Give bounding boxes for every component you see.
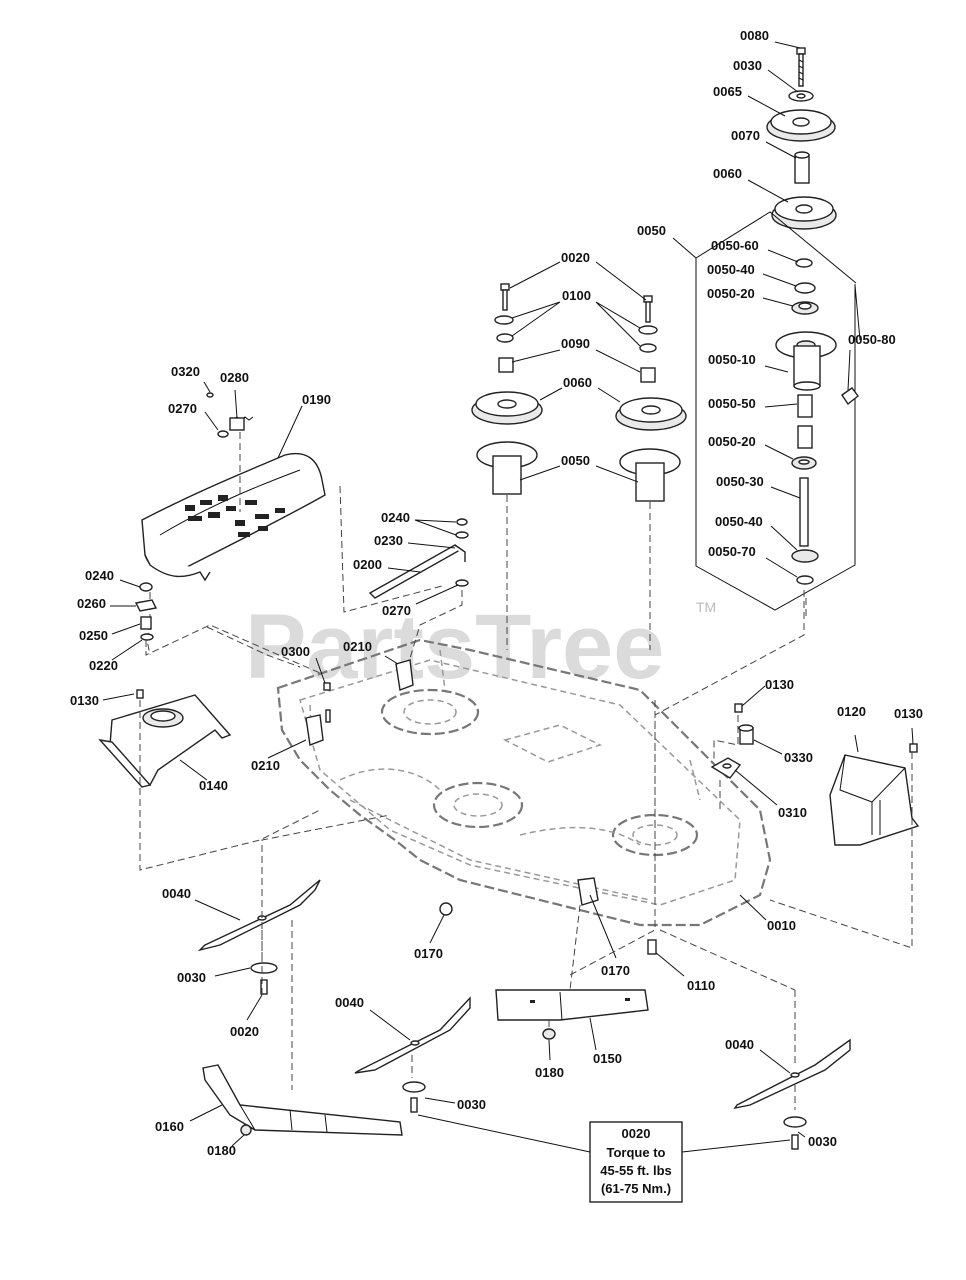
bolt-0110 — [647, 939, 657, 955]
callout-0270: 0270 — [168, 401, 197, 416]
baffle-0150 — [439, 877, 649, 1040]
torque-note-line1: Torque to — [607, 1145, 666, 1160]
callout-0140: 0140 — [199, 778, 228, 793]
discharge-chute-0120 — [769, 743, 920, 949]
callout-0280: 0280 — [220, 370, 249, 385]
callout-0210-lower: 0210 — [251, 758, 280, 773]
callout-0110: 0110 — [687, 978, 715, 993]
torque-note-box: 0020 Torque to 45-55 ft. lbs (61-75 Nm.) — [589, 1121, 683, 1203]
torque-note-part: 0020 — [622, 1126, 651, 1141]
belt-cover-0190 — [141, 392, 443, 656]
torque-note-line2: 45-55 ft. lbs — [600, 1163, 672, 1178]
callout-0050-50: 0050-50 — [708, 396, 756, 411]
torque-note-line3: (61-75 Nm.) — [601, 1181, 671, 1196]
callout-0230: 0230 — [374, 533, 403, 548]
callout-0020: 0020 — [561, 250, 590, 265]
callout-0170-right: 0170 — [601, 963, 630, 978]
callout-0060: 0060 — [713, 166, 742, 181]
callout-0310: 0310 — [778, 805, 807, 820]
callout-0070: 0070 — [731, 128, 760, 143]
callout-0065: 0065 — [713, 84, 742, 99]
callout-0060-lower: 0060 — [563, 375, 592, 390]
callout-0040-left: 0040 — [162, 886, 191, 901]
callout-0130-mid: 0130 — [765, 677, 794, 692]
callout-0010: 0010 — [767, 918, 796, 933]
blade-left-0040 — [197, 814, 391, 995]
callout-0050-30: 0050-30 — [716, 474, 764, 489]
baffle-0160 — [202, 1064, 403, 1136]
callout-0130-right: 0130 — [894, 706, 923, 721]
callout-0150: 0150 — [593, 1051, 622, 1066]
callout-0330: 0330 — [784, 750, 813, 765]
callout-0050: 0050 — [637, 223, 666, 238]
callout-0180-center: 0180 — [535, 1065, 564, 1080]
callout-0030-right: 0030 — [808, 1134, 837, 1149]
callout-0260: 0260 — [77, 596, 106, 611]
spindle-exploded-stack — [654, 47, 859, 900]
callout-0170-left: 0170 — [414, 946, 443, 961]
watermark-trademark: TM — [696, 599, 716, 615]
callout-0300: 0300 — [281, 644, 310, 659]
callout-0050-20: 0050-20 — [707, 286, 755, 301]
callout-0020-left: 0020 — [230, 1024, 259, 1039]
callout-0050-10: 0050-10 — [708, 352, 756, 367]
callout-0030-left: 0030 — [177, 970, 206, 985]
belt-shield-0140 — [98, 689, 321, 871]
blade-right-0040 — [659, 929, 851, 1150]
callout-0270-lower: 0270 — [382, 603, 411, 618]
callout-0030-center: 0030 — [457, 1097, 486, 1112]
callout-0220: 0220 — [89, 658, 118, 673]
callout-0040-center: 0040 — [335, 995, 364, 1010]
callout-0160: 0160 — [155, 1119, 184, 1134]
callout-0240: 0240 — [381, 510, 410, 525]
callout-0180-left: 0180 — [207, 1143, 236, 1158]
callout-0050-70: 0050-70 — [708, 544, 756, 559]
callout-0240-left: 0240 — [85, 568, 114, 583]
brackets-0210 — [305, 659, 414, 746]
callout-0050-20-lower: 0050-20 — [708, 434, 756, 449]
callout-0100: 0100 — [562, 288, 591, 303]
callout-0050-40: 0050-40 — [707, 262, 755, 277]
callout-0210: 0210 — [343, 639, 372, 654]
blade-center-0040 — [291, 920, 471, 1113]
callout-0080: 0080 — [740, 28, 769, 43]
callout-0050-lower: 0050 — [561, 453, 590, 468]
callout-0320: 0320 — [171, 364, 200, 379]
callout-0040-right: 0040 — [725, 1037, 754, 1052]
idler-hardware-right — [710, 703, 754, 810]
callout-0120: 0120 — [837, 704, 866, 719]
left-spindle-assembly — [471, 283, 543, 650]
callout-labels: 0080 0030 0065 0070 0060 0050 0050-60 00… — [70, 28, 923, 1158]
callout-0190: 0190 — [302, 392, 331, 407]
callout-0090: 0090 — [561, 336, 590, 351]
callout-0050-80: 0050-80 — [848, 332, 896, 347]
callout-0030: 0030 — [733, 58, 762, 73]
callout-0200: 0200 — [353, 557, 382, 572]
callout-0250: 0250 — [79, 628, 108, 643]
right-spindle-assembly — [615, 295, 687, 650]
callout-0130-left: 0130 — [70, 693, 99, 708]
callout-0050-40-lower: 0050-40 — [715, 514, 763, 529]
leader-lines — [102, 41, 914, 1153]
callout-0050-60: 0050-60 — [711, 238, 759, 253]
